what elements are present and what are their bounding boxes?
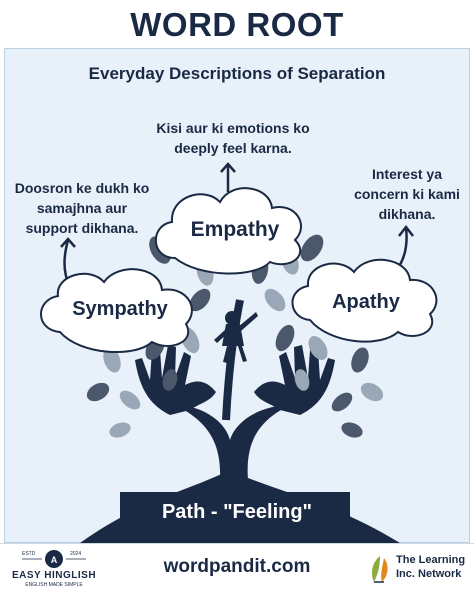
logo-name: EASY HINGLISH bbox=[11, 570, 97, 581]
logo-line1: The Learning bbox=[396, 554, 466, 566]
note-apathy: Interest ya concern ki kami dikhana. bbox=[344, 164, 470, 224]
subtitle: Everyday Descriptions of Separation bbox=[88, 64, 386, 83]
right-hand bbox=[254, 345, 335, 415]
note-sympathy: Doosron ke dukh ko samajhna aur support … bbox=[2, 178, 162, 238]
note-line: Doosron ke dukh ko bbox=[14, 180, 150, 196]
note-empathy: Kisi aur ki emotions ko deeply feel karn… bbox=[128, 118, 338, 158]
child-figure bbox=[214, 311, 258, 363]
svg-text:A: A bbox=[51, 555, 58, 565]
cloud-apathy bbox=[291, 258, 438, 343]
site-url[interactable]: wordpandit.com bbox=[163, 556, 311, 577]
logo-year: 2024 bbox=[70, 551, 82, 557]
logo-line2: Inc. Network bbox=[396, 568, 462, 580]
note-line: support dikhana. bbox=[25, 220, 139, 236]
page-title: WORD ROOT bbox=[130, 6, 344, 43]
note-line: concern ki kami bbox=[354, 186, 460, 202]
note-line: samajhna aur bbox=[36, 200, 128, 216]
cloud-label-empathy: Empathy bbox=[190, 218, 280, 241]
root-label: Path - "Feeling" bbox=[161, 501, 313, 523]
logo-est: ESTD bbox=[22, 551, 36, 557]
easy-hinglish-logo: A ESTD 2024 EASY HINGLISH ENGLISH MADE S… bbox=[8, 548, 100, 590]
logo-tagline: ENGLISH MADE SIMPLE bbox=[25, 582, 83, 588]
tree-trunk bbox=[175, 405, 290, 480]
cloud-empathy bbox=[154, 187, 302, 275]
cloud-sympathy bbox=[40, 268, 193, 353]
note-line: Kisi aur ki emotions ko bbox=[156, 120, 310, 136]
cloud-label-sympathy: Sympathy bbox=[72, 298, 168, 320]
leaf-icon bbox=[372, 556, 388, 583]
path-bar bbox=[120, 492, 350, 543]
note-line: dikhana. bbox=[378, 206, 436, 222]
note-line: Interest ya bbox=[371, 166, 443, 182]
cloud-label-apathy: Apathy bbox=[332, 291, 400, 313]
note-line: deeply feel karna. bbox=[174, 140, 292, 156]
learning-inc-logo: The Learning Inc. Network bbox=[368, 550, 470, 588]
footer-divider bbox=[0, 543, 474, 544]
